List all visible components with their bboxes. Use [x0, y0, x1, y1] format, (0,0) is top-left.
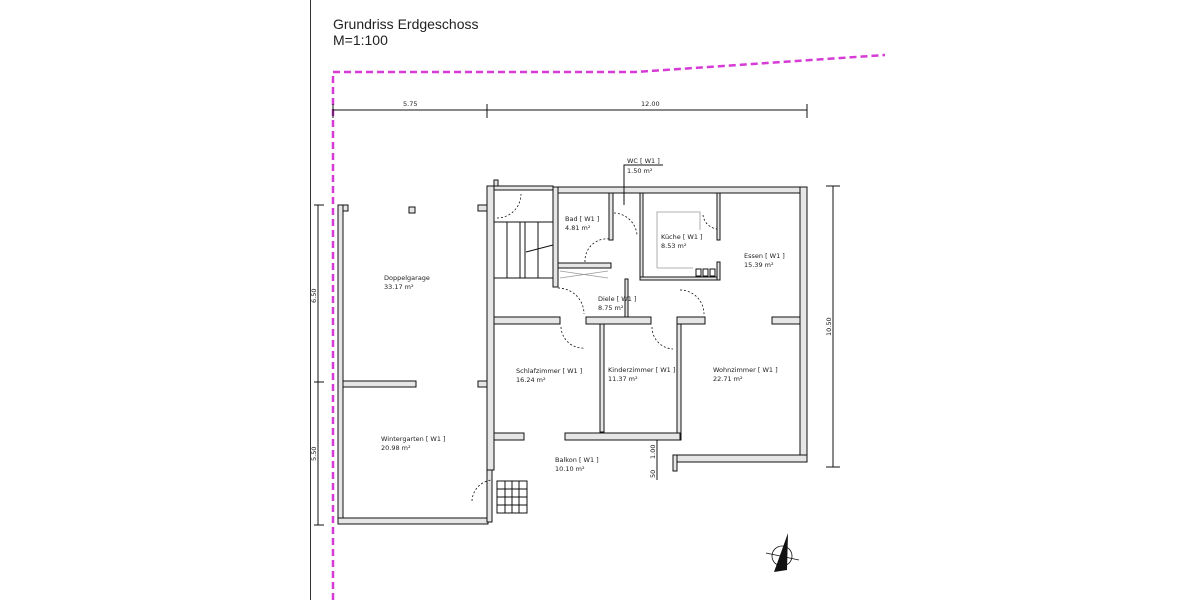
wall-segment: [799, 186, 808, 463]
wall-segment: [337, 517, 489, 525]
wall-segment: [564, 432, 681, 441]
north-arrow-compass-icon: [765, 533, 800, 572]
wall-segment: [716, 261, 721, 281]
room-diele-name: Diele [ W1 ]: [598, 295, 636, 303]
room-kinderzimmer-name: Kinderzimmer [ W1 ]: [608, 366, 675, 374]
door-swings: [471, 193, 718, 502]
wall-segment: [771, 316, 801, 325]
wall-segment: [342, 380, 417, 388]
wall-segment: [599, 323, 605, 433]
wc-label-leader: [623, 164, 663, 205]
room-wc-name: WC [ W1 ]: [627, 157, 660, 165]
exterior-staircase: [496, 480, 528, 514]
dimension-lines: [314, 104, 840, 526]
property-line: [331, 53, 886, 600]
wall-segment: [342, 204, 349, 212]
room-wintergarten-name: Wintergarten [ W1 ]: [381, 435, 446, 443]
walls: [337, 179, 808, 525]
stove-burner: [709, 268, 716, 277]
stove-burner: [695, 268, 702, 277]
dim-left-lower: 5.50: [310, 447, 318, 461]
drawing-scale: M=1:100: [333, 32, 388, 48]
room-wohnzimmer-area: 22.71 m²: [713, 375, 743, 383]
room-doppelgarage-area: 33.17 m²: [384, 283, 414, 291]
room-essen-area: 15.39 m²: [744, 261, 774, 269]
wall-segment: [673, 454, 808, 463]
room-schlafzimmer-area: 16.24 m²: [516, 376, 546, 384]
room-wintergarten-area: 20.98 m²: [381, 444, 411, 452]
room-essen-name: Essen [ W1 ]: [744, 252, 785, 260]
drawing-title-block: Grundriss Erdgeschoss M=1:100: [333, 16, 479, 48]
wall-segment: [639, 276, 721, 281]
fixtures: [408, 164, 718, 514]
wall-segment: [676, 323, 682, 441]
wall-segment: [486, 469, 493, 523]
wall-segment: [676, 316, 706, 325]
room-labels: WC [ W1 ] 1.50 m² Bad [ W1 ] 4.81 m² Küc…: [381, 157, 785, 473]
dim-balcony-depth: 1.00: [649, 445, 657, 459]
room-bad-area: 4.81 m²: [565, 224, 591, 232]
room-bad-name: Bad [ W1 ]: [565, 215, 599, 223]
room-wohnzimmer-name: Wohnzimmer [ W1 ]: [713, 366, 778, 374]
wall-segment: [608, 192, 614, 241]
wall-segment: [493, 185, 554, 191]
wall-segment: [477, 380, 488, 388]
wall-segment: [552, 186, 808, 194]
interior-staircase: [494, 221, 554, 279]
wall-segment: [716, 192, 721, 241]
dim-top-left: 5.75: [403, 100, 417, 108]
wall-segment: [493, 179, 499, 187]
room-doppelgarage-name: Doppelgarage: [384, 274, 430, 282]
room-balkon-name: Balkon [ W1 ]: [555, 456, 599, 464]
room-kueche-name: Küche [ W1 ]: [661, 233, 703, 241]
dim-top-right: 12.00: [641, 100, 660, 108]
room-kueche-area: 8.53 m²: [661, 242, 687, 250]
wall-segment: [337, 204, 344, 525]
drawing-title: Grundriss Erdgeschoss: [333, 16, 479, 32]
wall-segment: [624, 278, 629, 318]
dim-right: 10.50: [825, 317, 833, 336]
room-kinderzimmer-area: 11.37 m²: [608, 375, 638, 383]
room-diele-area: 8.75 m²: [598, 304, 624, 312]
wall-segment: [585, 316, 652, 325]
wall-segment: [477, 204, 488, 212]
wall-segment: [493, 316, 561, 325]
wall-segment: [552, 186, 559, 288]
wall-segment: [493, 432, 525, 441]
kitchen-counter: [656, 211, 701, 268]
wall-segment: [486, 185, 495, 471]
stove-burner: [702, 268, 709, 277]
room-wc-area: 1.50 m²: [627, 167, 653, 175]
wall-segment: [672, 454, 678, 472]
room-schlafzimmer-name: Schlafzimmer [ W1 ]: [516, 367, 582, 375]
garage-column: [408, 206, 416, 214]
wall-segment: [557, 262, 612, 269]
wall-segment: [639, 192, 644, 281]
dim-balcony-step: 50: [649, 470, 657, 478]
dim-left-upper: 6.50: [310, 289, 318, 303]
room-balkon-area: 10.10 m²: [555, 465, 585, 473]
